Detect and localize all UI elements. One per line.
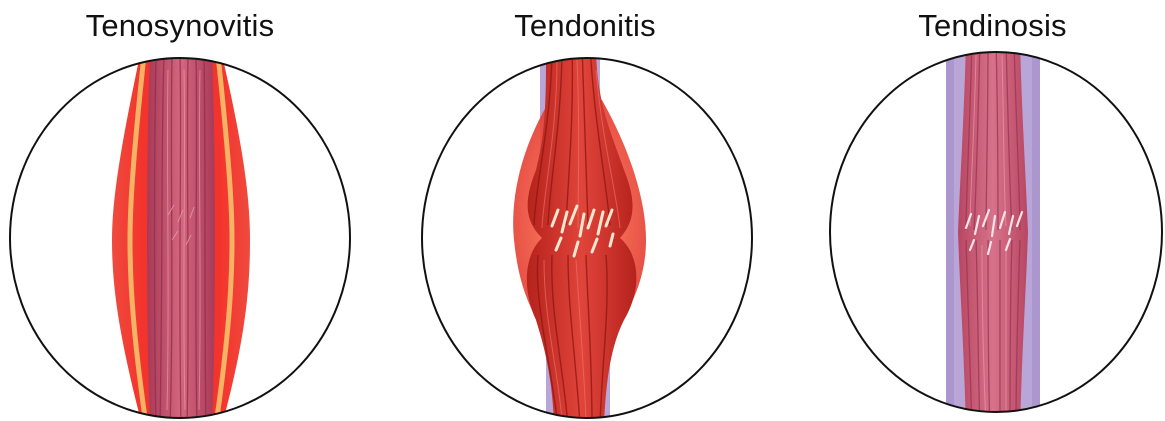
tenosynovitis-panel: Tenosynovitis [0,0,360,421]
tendonitis-tendon [513,40,646,421]
tendinosis-panel: Tendinosis [820,0,1165,421]
tendinosis-tendon [946,40,1040,421]
tenosynovitis-tendon [112,55,250,421]
tenosynovitis-illustration [0,0,360,421]
tendonitis-illustration [410,0,760,421]
tendinosis-illustration [820,0,1165,421]
tendonitis-panel: Tendonitis [410,0,760,421]
